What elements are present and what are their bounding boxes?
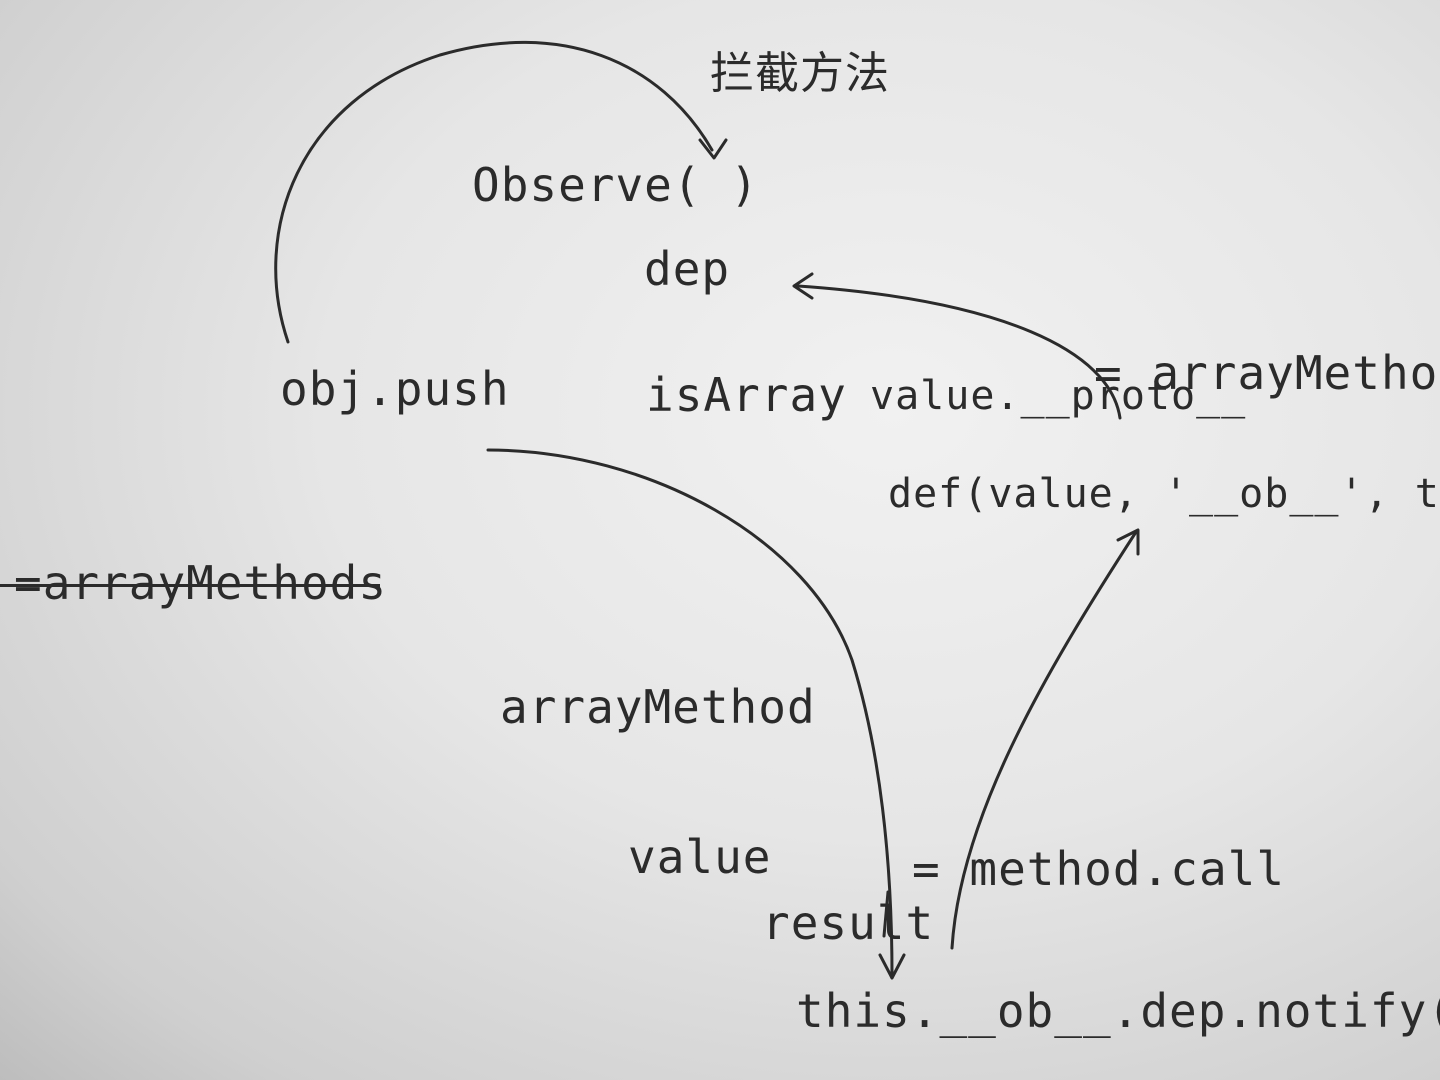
struck-array-methods-text: =arrayMethods [14, 556, 388, 610]
dep-text: dep [644, 242, 731, 296]
intercept-methods-label: 拦截方法 [710, 48, 890, 99]
arrowhead-observe [698, 138, 728, 160]
arrow-obj-push-to-notify [486, 448, 894, 977]
strikethrough-line [0, 584, 380, 587]
def-call-text: def(value, '__ob__', this) [888, 471, 1440, 517]
is-array-text: isArray [646, 368, 847, 422]
arrowhead-dep [792, 272, 814, 300]
array-method-text: arrayMethod [500, 680, 816, 734]
value-proto-text: value.__proto__ [870, 373, 1247, 419]
notify-text: this.__ob__.dep.notify() [796, 984, 1440, 1038]
arrowhead-def [1116, 528, 1140, 556]
arrowhead-notify [878, 953, 906, 980]
observe-text: Observe( ) [472, 158, 759, 212]
obj-push-text: obj.push [280, 362, 510, 416]
result-text: result [762, 896, 935, 950]
method-call-text: = method.call [912, 842, 1286, 896]
arrow-obj-push-to-observe [274, 40, 714, 344]
arrow-proto-to-dep [796, 284, 1122, 420]
equals-array-methods-text: = arrayMethods [1094, 346, 1440, 400]
value-text: value [628, 830, 772, 884]
divider-result-equals [882, 890, 890, 938]
arrow-notify-to-def [950, 530, 1138, 950]
